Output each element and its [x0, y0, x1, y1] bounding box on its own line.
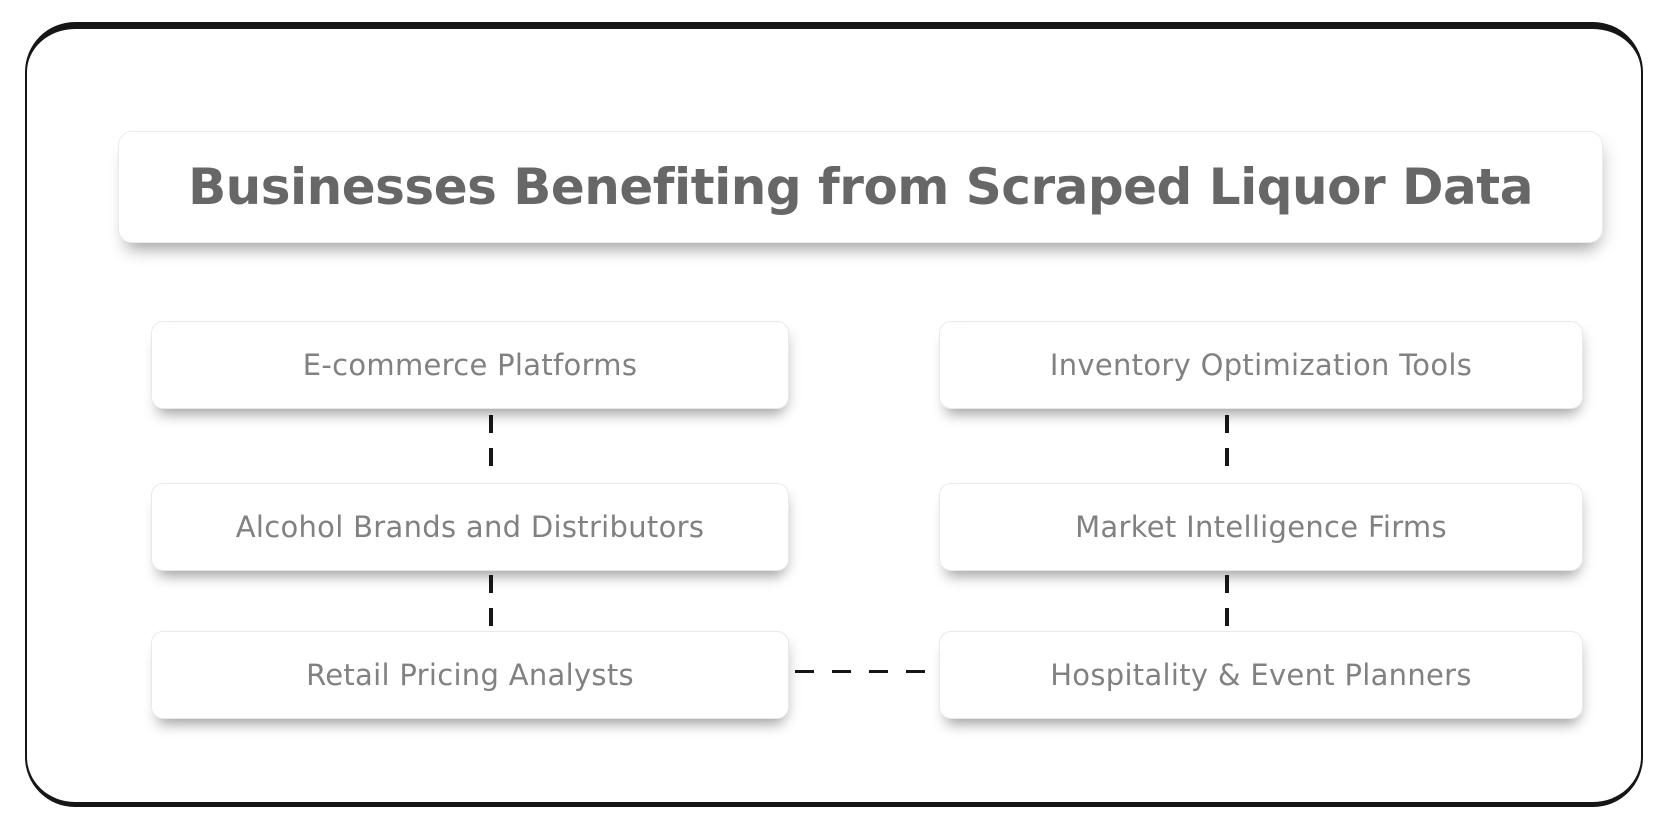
node-label: Inventory Optimization Tools: [1049, 348, 1473, 382]
title-card: Businesses Benefiting from Scraped Liquo…: [118, 131, 1603, 243]
page-title: Businesses Benefiting from Scraped Liquo…: [188, 158, 1533, 216]
node-alcohol-brands-distributors: Alcohol Brands and Distributors: [151, 483, 789, 571]
node-retail-pricing-analysts: Retail Pricing Analysts: [151, 631, 789, 719]
dashed-connector-right-bottom: [1225, 575, 1229, 629]
node-ecommerce-platforms: E-commerce Platforms: [151, 321, 789, 409]
dashed-connector-left-bottom: [489, 575, 493, 629]
node-label: Retail Pricing Analysts: [306, 658, 634, 692]
node-hospitality-event-planners: Hospitality & Event Planners: [939, 631, 1583, 719]
node-market-intelligence-firms: Market Intelligence Firms: [939, 483, 1583, 571]
dashed-connector-horizontal: [795, 670, 935, 673]
rounded-frame: Businesses Benefiting from Scraped Liquo…: [25, 22, 1643, 807]
node-label: E-commerce Platforms: [302, 348, 638, 382]
dashed-connector-left-top: [489, 415, 493, 479]
node-label: Market Intelligence Firms: [1075, 510, 1447, 544]
dashed-connector-right-top: [1225, 415, 1229, 479]
node-label: Alcohol Brands and Distributors: [235, 510, 705, 544]
node-label: Hospitality & Event Planners: [1050, 658, 1472, 692]
node-inventory-optimization-tools: Inventory Optimization Tools: [939, 321, 1583, 409]
